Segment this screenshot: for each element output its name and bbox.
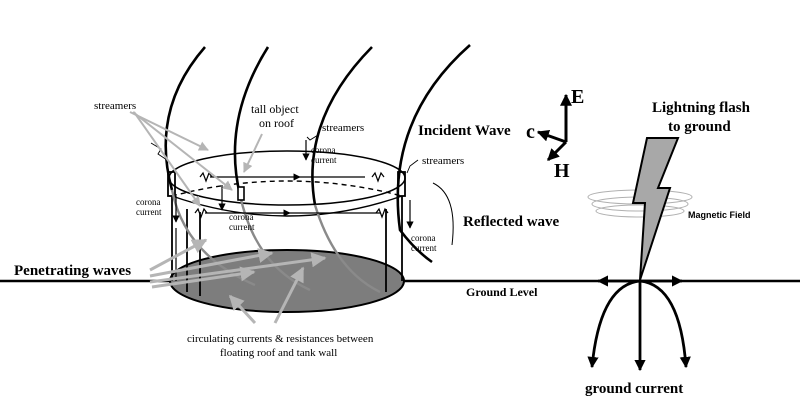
label-corona-top-2: current (311, 155, 337, 165)
label-axis-e: E (571, 86, 584, 108)
label-magnetic-field: Magnetic Field (688, 210, 751, 220)
label-circulating-1: circulating currents & resistances betwe… (187, 333, 374, 345)
label-corona-right-2: current (411, 243, 437, 253)
label-corona-center-2: current (229, 222, 255, 232)
label-streamers-mid: streamers (322, 122, 364, 134)
label-corona-left-1: corona (136, 197, 161, 207)
streamer-ticks (150, 134, 419, 174)
reflected-wave-arc (432, 182, 454, 246)
label-ground-current: ground current (585, 381, 683, 397)
rim-currents (194, 171, 389, 219)
incident-wavefronts (164, 44, 471, 264)
label-ground-level: Ground Level (466, 285, 538, 299)
label-penetrating-waves: Penetrating waves (14, 263, 131, 279)
label-streamers-left: streamers (94, 100, 136, 112)
label-axis-h: H (554, 160, 570, 182)
label-reflected-wave: Reflected wave (463, 214, 560, 230)
label-corona-right-1: corona (411, 233, 436, 243)
tall-object (237, 186, 245, 201)
label-lightning-1: Lightning flash (652, 100, 751, 116)
gray-pointer-arrows (129, 111, 327, 325)
field-axes (536, 93, 572, 162)
label-lightning-2: to ground (668, 119, 731, 135)
label-circulating-2: floating roof and tank wall (220, 347, 337, 359)
label-streamers-right: streamers (422, 155, 464, 167)
lightning-bolt (631, 137, 680, 281)
label-corona-left-2: current (136, 207, 162, 217)
label-tall-object-1: tall object (251, 102, 299, 116)
ground-current-arrows (587, 275, 691, 372)
label-tall-object-2: on roof (259, 116, 294, 130)
label-axis-c: c (526, 121, 535, 143)
label-corona-top-1: corona (311, 145, 336, 155)
label-incident-wave: Incident Wave (418, 123, 511, 139)
floating-roof-back (171, 180, 403, 197)
label-corona-center-1: corona (229, 212, 254, 222)
